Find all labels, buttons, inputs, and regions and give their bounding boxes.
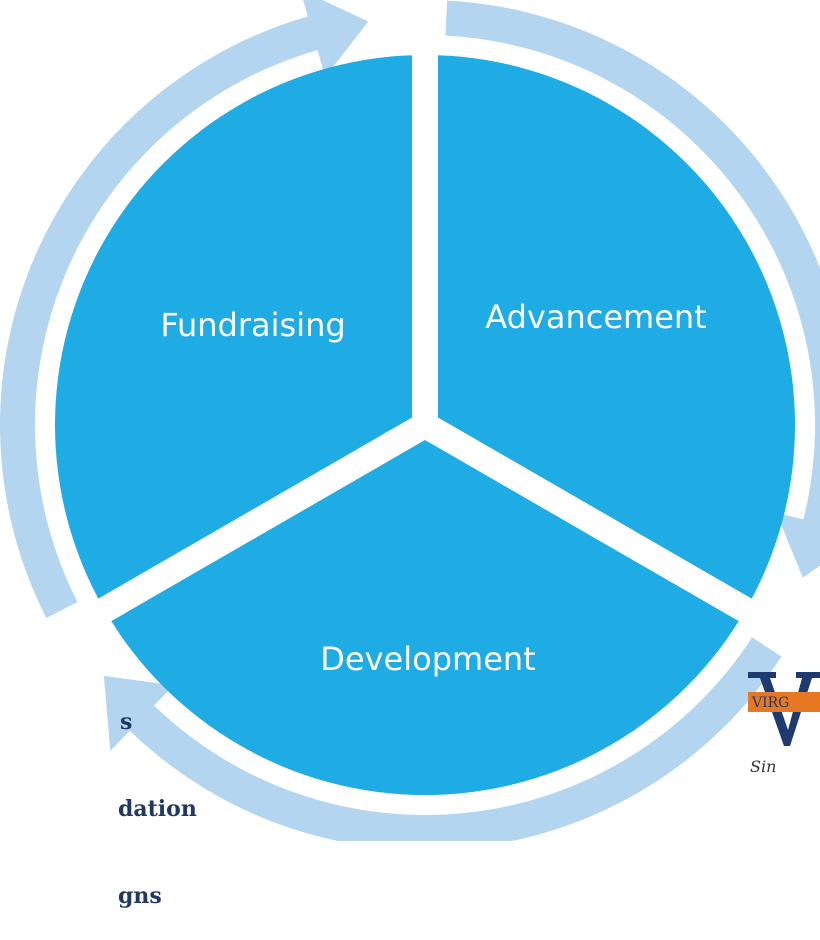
- arrow-arc-development: [103, 637, 782, 841]
- segment-label-advancement: Advancement: [485, 298, 706, 336]
- segment-divider: [46, 413, 432, 652]
- logo-banner: [748, 692, 820, 712]
- arrow-arc-fundraising: [0, 0, 369, 618]
- logo-text: VIRG: [751, 695, 789, 711]
- segment-label-fundraising: Fundraising: [160, 306, 345, 344]
- logo-v-shape: [748, 672, 820, 746]
- segment-divider: [418, 413, 804, 652]
- side-text-line: dation: [118, 796, 197, 822]
- logo-script: Sin: [750, 757, 776, 776]
- arrow-arc-advancement: [445, 0, 820, 578]
- side-text-line: s: [120, 709, 133, 735]
- cycle-diagram: Advancement Development Fundraising: [0, 0, 820, 841]
- side-text-line: gns: [118, 883, 162, 909]
- side-text-fragment: s dation gns: [0, 650, 197, 940]
- virginia-v-logo: VIRG Sin: [748, 660, 820, 780]
- segment-label-development: Development: [320, 640, 535, 678]
